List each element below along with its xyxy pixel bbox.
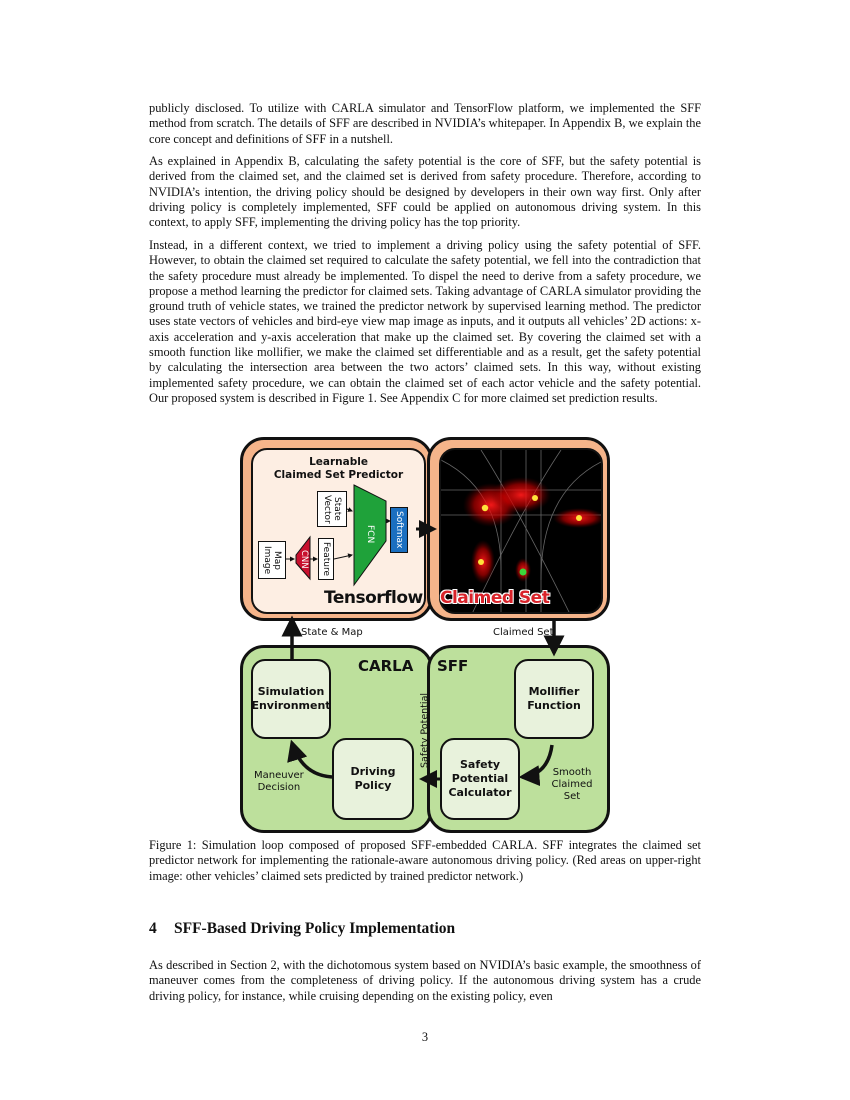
tensorflow-title: Tensorflow — [324, 588, 423, 608]
fcn-block — [353, 484, 387, 587]
safety-potential-calculator-box: Safety Potential Calculator — [440, 738, 520, 820]
feature-label: Feature — [321, 541, 331, 576]
state-map-label: State & Map — [301, 627, 363, 638]
mollifier-function-box: Mollifier Function — [514, 659, 594, 739]
carla-title: CARLA — [358, 657, 414, 675]
map-image-label: Map Image — [262, 545, 282, 575]
driving-policy-label: Driving Policy — [350, 765, 396, 792]
claimed-set-arrow-label: Claimed Set — [493, 627, 554, 638]
figure-caption: Figure 1: Simulation loop composed of pr… — [149, 838, 701, 883]
section-heading: 4 SFF-Based Driving Policy Implementation — [149, 920, 455, 938]
state-vector-box: State Vector — [317, 491, 347, 527]
safety-potential-calculator-label: Safety Potential Calculator — [448, 758, 512, 799]
bird-eye-map — [441, 450, 601, 612]
cnn-block — [295, 535, 311, 581]
simulation-environment-label: Simulation Environment — [251, 685, 331, 712]
section-title: SFF-Based Driving Policy Implementation — [174, 920, 456, 937]
predictor-title: Learnable Claimed Set Predictor — [273, 456, 404, 481]
paragraph-intro: publicly disclosed. To utilize with CARL… — [149, 101, 701, 146]
claimed-set-title: Claimed Set — [440, 588, 550, 608]
page-number: 3 — [421, 1030, 429, 1044]
figure-arrows — [281, 484, 565, 788]
claimed-set-predictor-box: Learnable Claimed Set Predictor — [251, 448, 426, 614]
maneuver-decision-label: Maneuver Decision — [254, 770, 304, 793]
softmax-box: Softmax — [390, 507, 408, 553]
mollifier-function-label: Mollifier Function — [527, 685, 581, 712]
softmax-label: Softmax — [394, 511, 404, 549]
claimed-set-image — [439, 448, 603, 614]
driving-policy-box: Driving Policy — [332, 738, 414, 820]
simulation-environment-box: Simulation Environment — [251, 659, 331, 739]
section-number: 4 — [149, 920, 157, 937]
claimed-set-panel — [427, 437, 610, 621]
figure-1: Learnable Claimed Set Predictor — [240, 437, 610, 833]
paragraph-predictor: Instead, in a different context, we trie… — [149, 238, 701, 405]
paragraph-section-4: As described in Section 2, with the dich… — [149, 958, 701, 1003]
fcn-label: FCN — [365, 524, 375, 544]
paragraph-safety-potential: As explained in Appendix B, calculating … — [149, 154, 701, 230]
safety-potential-label: Safety Potential — [419, 692, 431, 768]
sff-title: SFF — [437, 657, 469, 675]
state-vector-label: State Vector — [322, 494, 342, 524]
smooth-claimed-set-label: Smooth Claimed Set — [551, 767, 593, 802]
cnn-label: CNN — [299, 549, 309, 569]
map-image-box: Map Image — [258, 541, 286, 579]
feature-box: Feature — [318, 538, 334, 580]
